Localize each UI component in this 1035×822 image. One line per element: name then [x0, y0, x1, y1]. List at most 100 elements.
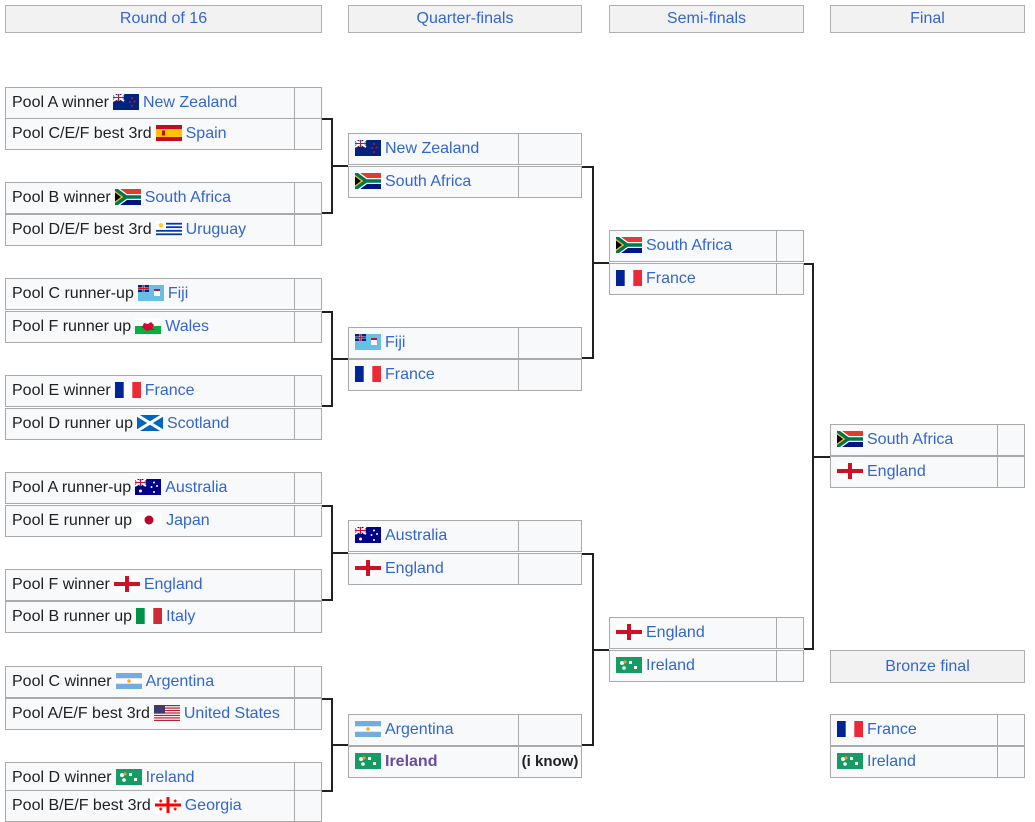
bronze-row: France	[830, 714, 998, 746]
scotland-flag-icon	[136, 412, 164, 433]
bracket-connector	[592, 262, 609, 264]
seed-label: Pool B winner	[12, 189, 111, 206]
team-link[interactable]: Ireland	[867, 753, 916, 770]
bracket-connector	[322, 698, 333, 700]
south-africa-flag-icon	[112, 186, 141, 208]
seed-label: Pool D runner up	[12, 415, 133, 432]
bracket-connector	[322, 790, 333, 792]
team-link[interactable]: Uruguay	[185, 221, 247, 238]
score-cell	[997, 746, 1025, 778]
team-link[interactable]: South Africa	[385, 173, 472, 190]
seed-label: Pool C runner-up	[12, 285, 134, 302]
team-link[interactable]: South Africa	[144, 189, 231, 206]
score-cell	[294, 698, 322, 730]
score-cell	[518, 327, 582, 359]
team-link[interactable]: South Africa	[867, 431, 954, 448]
seed-label: Pool B/E/F best 3rd	[12, 797, 151, 814]
england-flag-icon	[837, 460, 863, 479]
score-cell	[294, 87, 322, 119]
score-cell: (i know)	[518, 746, 582, 778]
score-cell	[518, 553, 582, 585]
team-link[interactable]: New Zealand	[142, 94, 238, 111]
team-link[interactable]: England	[143, 576, 203, 593]
team-link[interactable]: Argentina	[145, 673, 215, 690]
score-cell	[294, 569, 322, 601]
seed-label: Pool A winner	[12, 94, 109, 111]
header-semi-finals: Semi-finals	[609, 5, 804, 33]
r16-row: Pool D winner Ireland	[5, 762, 295, 794]
england-flag-icon	[113, 573, 140, 592]
team-link[interactable]: Italy	[166, 608, 196, 625]
ireland-flag-icon	[355, 750, 381, 769]
score-cell	[294, 505, 322, 537]
france-flag-icon	[114, 379, 141, 398]
team-link[interactable]: Scotland	[166, 415, 230, 432]
bracket-connector	[331, 358, 348, 360]
wales-flag-icon	[135, 315, 162, 334]
seed-label: Pool F runner up	[12, 318, 132, 335]
final-row: England	[830, 456, 998, 488]
team-link[interactable]: Australia	[385, 527, 448, 544]
score-cell	[294, 666, 322, 698]
team-link[interactable]: England	[867, 463, 926, 480]
seed-label: Pool A runner-up	[12, 479, 132, 496]
team-link[interactable]: Ireland	[385, 753, 438, 770]
bracket-connector	[322, 118, 333, 120]
team-link[interactable]: United States	[183, 705, 280, 722]
team-link[interactable]: Georgia	[184, 797, 242, 814]
team-link[interactable]: France	[385, 366, 435, 383]
team-link[interactable]: England	[385, 560, 444, 577]
qf-row: France	[348, 359, 519, 391]
team-link[interactable]: Fiji	[385, 334, 406, 351]
seed-label: Pool D winner	[12, 769, 112, 786]
nz-flag-icon	[354, 137, 381, 156]
score-cell	[294, 472, 322, 504]
nz-flag-icon	[112, 91, 139, 110]
score-cell	[518, 359, 582, 391]
team-link[interactable]: Ireland	[646, 657, 695, 674]
team-link[interactable]: Wales	[165, 318, 210, 335]
georgia-flag-icon	[154, 794, 181, 813]
team-link[interactable]: France	[646, 270, 696, 287]
team-link[interactable]: New Zealand	[385, 140, 480, 157]
bracket-connector	[322, 212, 333, 214]
team-link[interactable]: England	[646, 624, 705, 641]
england-flag-icon	[355, 557, 381, 576]
south-africa-flag-icon	[835, 428, 863, 450]
header-final: Final	[830, 5, 1025, 33]
team-link[interactable]: Spain	[185, 125, 227, 142]
r16-row: Pool A runner-up Australia	[5, 472, 295, 504]
score-cell	[997, 424, 1025, 456]
seed-label: Pool B runner up	[12, 608, 133, 625]
sf-row: England	[609, 617, 777, 649]
australia-flag-icon	[134, 476, 162, 495]
team-link[interactable]: Argentina	[385, 721, 454, 738]
bracket-connector	[331, 744, 348, 746]
team-link[interactable]: Japan	[166, 512, 210, 529]
bracket-connector	[582, 166, 594, 168]
bracket-connector	[322, 599, 333, 601]
score-cell	[294, 762, 322, 794]
team-link[interactable]: Australia	[165, 479, 228, 496]
score-cell	[776, 263, 804, 295]
score-cell	[776, 617, 804, 649]
qf-row: Argentina	[348, 714, 519, 746]
spain-flag-icon	[155, 122, 182, 141]
fiji-flag-icon	[355, 331, 381, 350]
team-link[interactable]: South Africa	[646, 237, 733, 254]
team-link[interactable]: France	[144, 382, 195, 399]
r16-row: Pool F runner up Wales	[5, 311, 295, 343]
team-link[interactable]: France	[867, 721, 917, 738]
bracket-connector	[331, 552, 348, 554]
team-link[interactable]: Ireland	[145, 769, 195, 786]
argentina-flag-icon	[115, 670, 142, 689]
score-cell	[776, 650, 804, 682]
ireland-flag-icon	[837, 750, 863, 769]
seed-label: Pool D/E/F best 3rd	[12, 221, 152, 238]
score-cell	[518, 714, 582, 746]
score-cell	[997, 456, 1025, 488]
bracket-connector	[582, 553, 594, 555]
ireland-flag-icon	[616, 654, 642, 673]
team-link[interactable]: Fiji	[167, 285, 189, 302]
